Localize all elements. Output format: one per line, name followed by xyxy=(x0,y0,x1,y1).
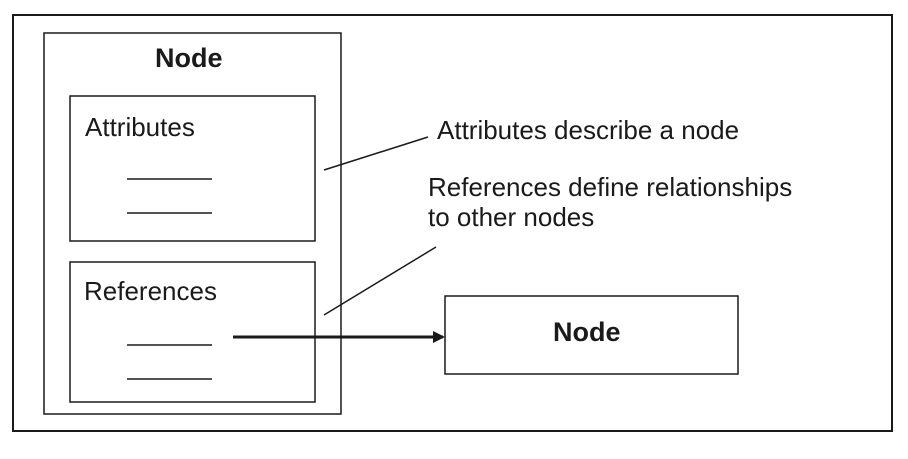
target-node-title: Node xyxy=(553,317,621,347)
attributes-annotation: Attributes describe a node xyxy=(437,115,740,145)
references-annotation: References define relationships to other… xyxy=(428,172,793,233)
references-leader-line xyxy=(323,246,437,316)
node-title: Node xyxy=(155,43,223,73)
attributes-leader-line xyxy=(323,136,429,171)
attributes-box xyxy=(69,95,316,242)
references-box xyxy=(69,261,316,403)
node-box xyxy=(43,32,342,415)
attributes-title: Attributes xyxy=(85,112,195,142)
references-annotation-line-2: to other nodes xyxy=(428,201,595,232)
target-node-box xyxy=(444,295,739,375)
outer-frame xyxy=(12,14,893,432)
references-title: References xyxy=(84,276,217,306)
references-annotation-line-1: References define relationships xyxy=(428,172,793,202)
